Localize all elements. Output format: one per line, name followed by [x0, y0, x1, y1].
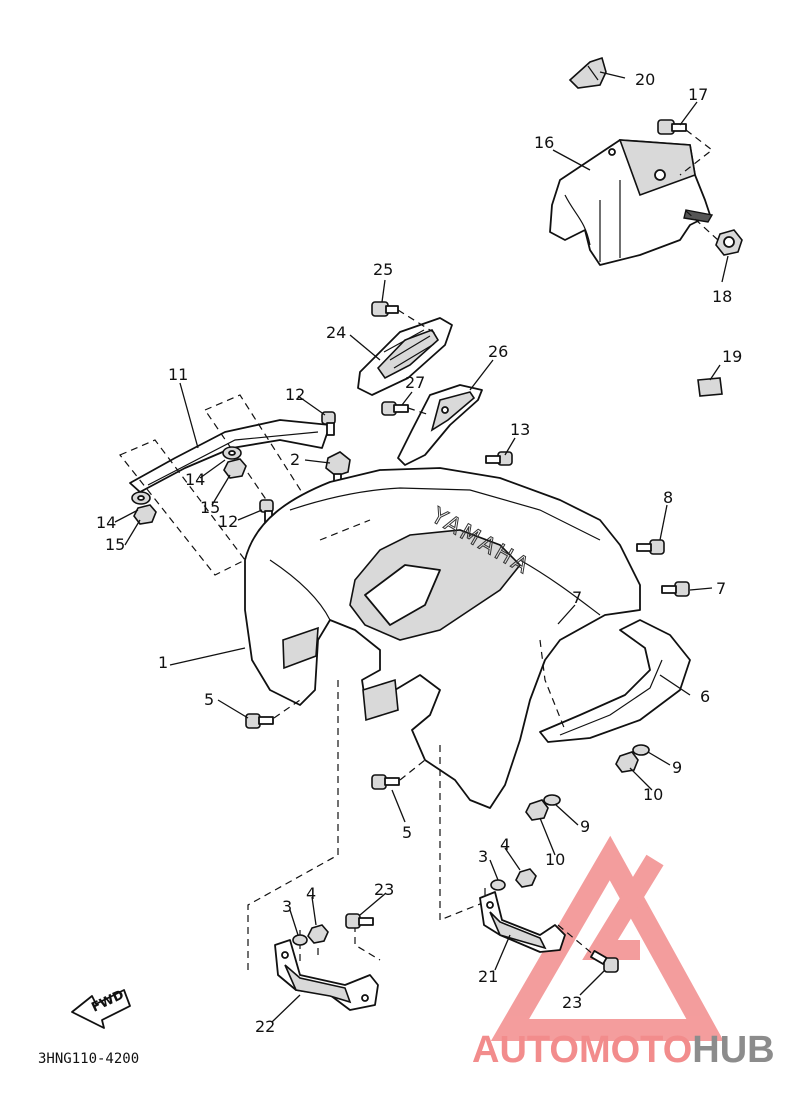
- callout-1: 1: [158, 653, 168, 672]
- part-1-rear-fender: YAMAHA: [244, 467, 641, 809]
- alignment-lines: [247, 680, 601, 970]
- part-14-washer-left: [131, 491, 151, 505]
- part-9-washer-lower: [543, 794, 561, 806]
- part-17-bolt: [657, 119, 713, 176]
- callout-13: 13: [510, 420, 530, 439]
- part-5-screw-right: [371, 759, 426, 790]
- callout-2: 2: [290, 450, 300, 469]
- part-23-bolt-right: [590, 950, 619, 973]
- part-9-washer-upper: [632, 744, 650, 756]
- callout-numbers: 20 17 16 18 19 25 24 26 27 11 12 13 2 14…: [96, 70, 742, 1036]
- callout-23-right: 23: [562, 993, 582, 1012]
- callout-15-left: 15: [105, 535, 125, 554]
- part-19-pad: [697, 377, 723, 397]
- callout-10-upper: 10: [643, 785, 663, 804]
- part-13-bolt: [485, 451, 513, 466]
- callout-22: 22: [255, 1017, 275, 1036]
- callout-7-upper: 7: [716, 579, 726, 598]
- callout-5-right: 5: [402, 823, 412, 842]
- part-3-washer-right: [490, 879, 506, 891]
- callout-18: 18: [712, 287, 732, 306]
- callout-14-left: 14: [96, 513, 116, 532]
- callout-8: 8: [663, 488, 673, 507]
- part-4-nut-left: [307, 924, 329, 944]
- fwd-arrow-icon: FWD: [71, 988, 131, 1029]
- part-15-nut-left: [133, 504, 157, 525]
- callout-3-right: 3: [478, 847, 488, 866]
- part-12-bolt-top: [321, 411, 336, 436]
- callout-4-left: 4: [306, 884, 316, 903]
- part-15-nut-right: [223, 458, 247, 479]
- callout-12-bottom: 12: [218, 512, 238, 531]
- part-5-screw-left: [245, 699, 301, 729]
- callout-12-top: 12: [285, 385, 305, 404]
- part-4-nut-right: [515, 868, 537, 888]
- callout-17: 17: [688, 85, 708, 104]
- part-7-bolt-upper: [661, 581, 690, 597]
- callout-25: 25: [373, 260, 393, 279]
- callout-10-lower: 10: [545, 850, 565, 869]
- part-16-rear-cover: [549, 139, 714, 266]
- part-24-plate: [357, 317, 453, 396]
- callout-24: 24: [326, 323, 346, 342]
- callout-19: 19: [722, 347, 742, 366]
- diagram-code: 3HNG110-4200: [38, 1051, 139, 1067]
- callout-23-left: 23: [374, 880, 394, 899]
- part-8-bolt: [636, 539, 665, 555]
- part-6-guard: [539, 619, 691, 743]
- callout-5-left: 5: [204, 690, 214, 709]
- svg-text:AUTOMOTOHUB: AUTOMOTOHUB: [472, 1029, 775, 1071]
- callout-9-lower: 9: [580, 817, 590, 836]
- part-20-clip: [568, 56, 607, 89]
- callout-11: 11: [168, 365, 188, 384]
- part-18-nut: [684, 209, 743, 256]
- callout-3-left: 3: [282, 897, 292, 916]
- watermark-text: AUTOMOTOHUB: [472, 1029, 775, 1071]
- callout-27: 27: [405, 373, 425, 392]
- callout-6: 6: [700, 687, 710, 706]
- callout-20: 20: [635, 70, 655, 89]
- callout-4-right: 4: [500, 835, 510, 854]
- callout-15-right: 15: [200, 498, 220, 517]
- part-10-nut-upper: [615, 751, 639, 773]
- part-14-washer-right: [222, 446, 242, 460]
- part-10-nut-lower: [525, 799, 549, 821]
- part-27-bolt: [381, 401, 431, 416]
- callout-7-lower: 7: [572, 588, 582, 607]
- callout-16: 16: [534, 133, 554, 152]
- part-3-washer-left: [292, 934, 308, 946]
- part-22-bracket: [274, 939, 379, 1011]
- part-26-bracket: [397, 384, 483, 466]
- watermark-part2: HUB: [692, 1029, 774, 1071]
- part-25-screw: [371, 301, 439, 336]
- callout-14-right: 14: [185, 470, 205, 489]
- leader-lines: [114, 71, 729, 1023]
- part-21-bracket: [479, 891, 566, 953]
- callout-9-upper: 9: [672, 758, 682, 777]
- watermark-part1: AUTOMOTO: [472, 1029, 692, 1071]
- callout-21: 21: [478, 967, 498, 986]
- callout-26: 26: [488, 342, 508, 361]
- part-23-bolt-left: [345, 913, 374, 929]
